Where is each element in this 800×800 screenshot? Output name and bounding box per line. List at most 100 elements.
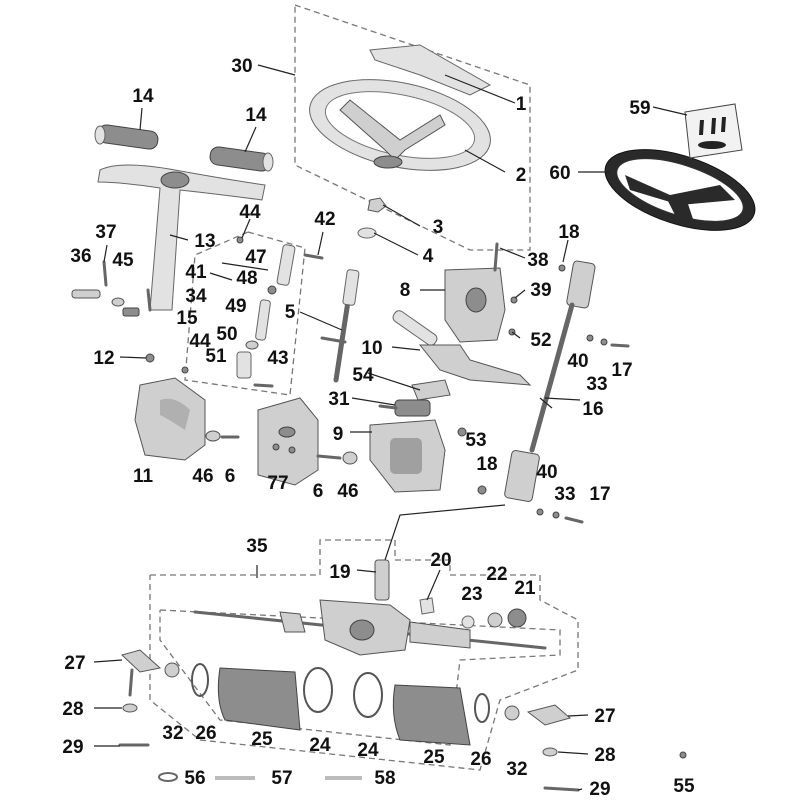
label-35: 35 (246, 536, 268, 557)
label-27-left: 27 (64, 653, 85, 674)
label-24-right: 24 (357, 740, 379, 761)
clamp-24-left (303, 667, 333, 713)
label-4: 4 (423, 246, 434, 267)
label-37: 37 (95, 222, 116, 243)
label-56: 56 (184, 768, 205, 789)
label-52: 52 (530, 330, 551, 351)
label-57: 57 (271, 768, 292, 789)
label-11: 11 (133, 466, 154, 487)
seal-23 (461, 615, 475, 629)
label-14-left: 14 (132, 86, 154, 107)
label-25-right: 25 (423, 747, 445, 768)
steering-wheel (309, 79, 491, 171)
pin-36 (71, 289, 101, 299)
nut-77-b (288, 446, 296, 454)
handlebar-hardware (71, 236, 324, 388)
spring-22 (487, 612, 503, 628)
shaft-washer (357, 227, 377, 239)
label-8: 8 (400, 280, 411, 301)
sleeve-47 (276, 244, 296, 286)
shaft-nut (367, 197, 387, 213)
boot-28-left (122, 703, 138, 713)
label-3: 3 (433, 217, 444, 238)
label-28-right: 28 (594, 745, 615, 766)
label-40-top: 40 (567, 351, 588, 372)
pin-29-right (543, 786, 580, 792)
label-46-left: 46 (192, 466, 213, 487)
label-15: 15 (176, 308, 198, 329)
steering-wheel-cover (369, 44, 492, 96)
washer-56 (158, 772, 178, 782)
loose-hardware (158, 751, 687, 782)
label-6-left: 6 (225, 466, 236, 487)
label-33-top: 33 (586, 374, 607, 395)
clamp-26-left (191, 663, 209, 697)
label-59: 59 (629, 98, 650, 119)
label-19: 19 (329, 562, 350, 583)
nut-32-right (504, 705, 520, 721)
bolt-38 (493, 242, 499, 272)
label-22: 22 (486, 564, 507, 585)
label-39: 39 (530, 280, 551, 301)
clamp-26-right (474, 693, 490, 723)
label-43: 43 (267, 348, 288, 369)
label-31: 31 (328, 389, 350, 410)
intermediate-shaft (477, 260, 630, 524)
label-42: 42 (314, 209, 335, 230)
label-32-right: 32 (506, 759, 527, 780)
label-40-bottom: 40 (536, 462, 557, 483)
label-26-left: 26 (195, 723, 216, 744)
fitting-55 (679, 751, 687, 759)
leader-lines (93, 64, 688, 791)
nut-33-bottom (552, 511, 560, 519)
label-27-right: 27 (594, 706, 615, 727)
label-55: 55 (673, 776, 695, 797)
clamp-15 (122, 307, 140, 317)
steering-wheel-assembly-outline (294, 4, 531, 251)
label-14-right: 14 (245, 105, 267, 126)
label-5: 5 (285, 302, 296, 323)
nut-33-top (600, 338, 608, 346)
label-1: 1 (516, 94, 527, 115)
label-51: 51 (205, 346, 227, 367)
label-10: 10 (361, 338, 382, 359)
label-54: 54 (352, 365, 374, 386)
label-13: 13 (194, 231, 215, 252)
label-6-right: 6 (313, 481, 324, 502)
pinion-shaft (374, 559, 390, 601)
mount-bracket (444, 242, 518, 343)
label-17-top: 17 (611, 360, 632, 381)
nut-21 (507, 608, 527, 628)
steering-shaft (320, 269, 360, 383)
tilt-lever (392, 310, 532, 386)
bolt-42 (303, 253, 324, 260)
nut-44-top (236, 236, 244, 244)
bushing-50 (245, 340, 259, 350)
column-hardware (145, 353, 358, 465)
label-32-left: 32 (162, 723, 183, 744)
label-29-left: 29 (62, 737, 83, 758)
nut-32-left (164, 662, 180, 678)
bolt-18-bottom (477, 485, 487, 495)
label-44-top: 44 (239, 202, 261, 223)
label-29-right: 29 (589, 779, 610, 800)
switch (378, 399, 431, 417)
bolt-12 (145, 353, 155, 363)
shaft-link-line (384, 504, 506, 561)
handlebar (97, 164, 266, 311)
label-77: 77 (267, 473, 288, 494)
washer-45 (111, 297, 125, 307)
label-26-right: 26 (470, 749, 491, 770)
label-18-top: 18 (558, 222, 579, 243)
label-36: 36 (70, 246, 91, 267)
label-18-bottom: 18 (476, 454, 497, 475)
label-9: 9 (333, 424, 344, 445)
sleeve-51 (236, 351, 252, 379)
grommet-46-left (205, 430, 221, 442)
alt-steering-wheel (604, 149, 756, 231)
right-grip (209, 146, 274, 172)
label-46-right: 46 (337, 481, 358, 502)
nut-77-a (272, 443, 280, 451)
bolt-39 (510, 296, 518, 304)
